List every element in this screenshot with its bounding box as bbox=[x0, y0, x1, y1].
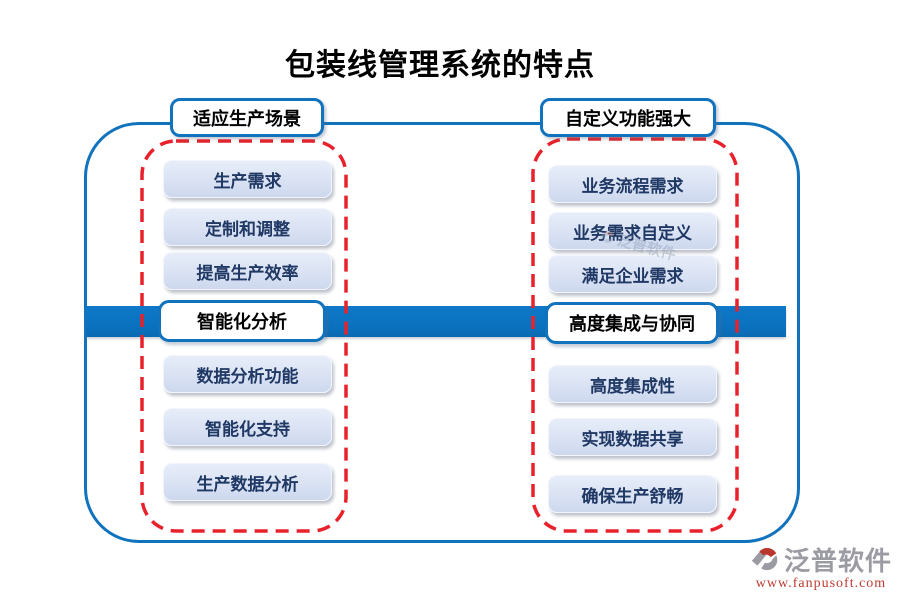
feature-item: 实现数据共享 bbox=[548, 418, 717, 456]
right-highlight-label: 高度集成与协同 bbox=[545, 302, 719, 344]
right-dashed-border bbox=[531, 137, 739, 533]
right-column-header: 自定义功能强大 bbox=[540, 98, 716, 137]
left-highlight-label: 智能化分析 bbox=[158, 300, 326, 342]
feature-item: 智能化支持 bbox=[163, 408, 332, 446]
brand-logo: 泛普软件 www.fanpusoft.com bbox=[750, 544, 892, 592]
diagram-title: 包装线管理系统的特点 bbox=[285, 49, 595, 82]
feature-item: 满足企业需求 bbox=[548, 255, 717, 293]
feature-item: 高度集成性 bbox=[548, 365, 717, 403]
feature-item: 确保生产舒畅 bbox=[548, 475, 717, 513]
left-column-header: 适应生产场景 bbox=[170, 98, 324, 137]
feature-item: 数据分析功能 bbox=[163, 355, 332, 393]
brand-url: www.fanpusoft.com bbox=[755, 576, 887, 591]
feature-item: 提高生产效率 bbox=[163, 252, 332, 290]
left-dashed-border bbox=[140, 139, 348, 533]
feature-item: 业务需求自定义 bbox=[548, 212, 717, 250]
feature-item: 生产数据分析 bbox=[163, 463, 332, 501]
feature-item: 业务流程需求 bbox=[548, 165, 717, 203]
brand-name: 泛普软件 bbox=[783, 546, 892, 576]
feature-item: 定制和调整 bbox=[163, 208, 332, 246]
brand-logo-icon bbox=[751, 547, 778, 571]
feature-item: 生产需求 bbox=[163, 160, 332, 198]
